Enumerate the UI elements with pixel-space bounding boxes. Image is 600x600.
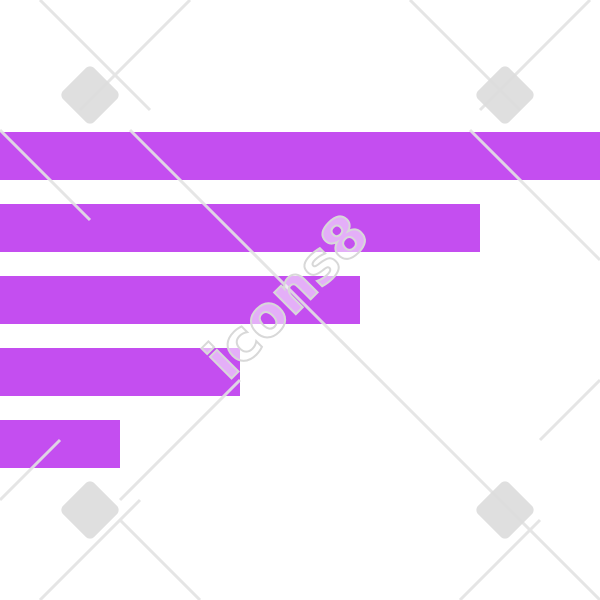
bar-5 bbox=[0, 420, 120, 468]
bar-3 bbox=[0, 276, 360, 324]
bar-2 bbox=[0, 204, 480, 252]
bar-4 bbox=[0, 348, 240, 396]
bar-1 bbox=[0, 132, 600, 180]
